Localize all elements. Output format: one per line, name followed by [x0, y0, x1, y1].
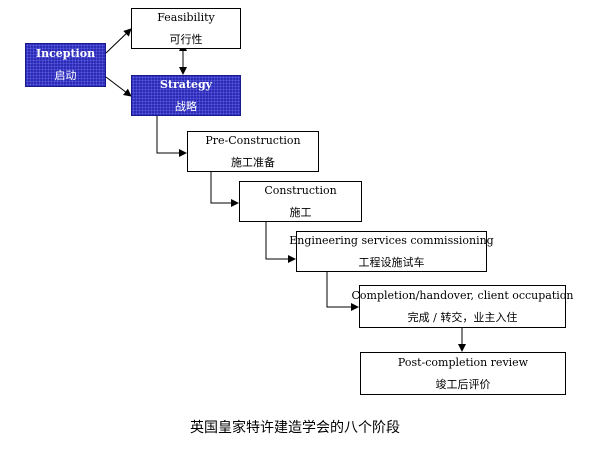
- stage-preconstruction-label-zh: 施工准备: [231, 155, 275, 169]
- stage-postcompletion-label-zh: 竣工后评价: [435, 377, 491, 391]
- stage-preconstruction-label: Pre-Construction: [205, 133, 301, 147]
- arrow-inception-to-feasibility: [105, 28, 132, 54]
- stage-engineering-label: Engineering services commissioning: [289, 233, 494, 247]
- stage-strategy-label-zh: 战略: [175, 99, 197, 113]
- stage-inception-box: Inception 启动: [25, 43, 106, 87]
- stage-preconstruction-box: Pre-Construction 施工准备: [187, 131, 319, 172]
- stage-engineering-label-zh: 工程设施试车: [358, 255, 425, 269]
- stage-feasibility-label: Feasibility: [157, 10, 215, 24]
- stage-feasibility-box: Feasibility 可行性: [131, 8, 241, 49]
- stage-construction-label: Construction: [264, 183, 337, 197]
- stage-construction-label-zh: 施工: [289, 205, 312, 219]
- arrow-preconstruction-to-construction: [210, 172, 239, 207]
- arrow-engineering-to-completion: [326, 272, 359, 311]
- arrow-construction-to-engineering: [265, 222, 296, 263]
- stage-strategy-box: Strategy 战略: [131, 75, 241, 116]
- stage-completion-label: Completion/handover, client occupation: [351, 288, 574, 302]
- stage-inception-label: Inception: [35, 47, 96, 61]
- arrow-inception-to-strategy: [105, 76, 132, 97]
- stage-completion-box: Completion/handover, client occupation 完…: [351, 285, 574, 328]
- stage-strategy-label: Strategy: [159, 77, 213, 91]
- stage-engineering-box: Engineering services commissioning 工程设施试…: [289, 231, 494, 272]
- stage-completion-label-zh: 完成 / 转交，业主入住: [407, 310, 518, 324]
- stage-postcompletion-label: Post-completion review: [397, 355, 529, 369]
- figure-caption: 英国皇家特许建造学会的八个阶段: [190, 420, 400, 436]
- stage-construction-box: Construction 施工: [239, 181, 362, 222]
- stage-postcompletion-box: Post-completion review 竣工后评价: [360, 352, 566, 395]
- stage-feasibility-label-zh: 可行性: [169, 32, 203, 46]
- stage-inception-label-zh: 启动: [54, 69, 77, 82]
- arrow-strategy-to-preconstruction: [156, 116, 187, 157]
